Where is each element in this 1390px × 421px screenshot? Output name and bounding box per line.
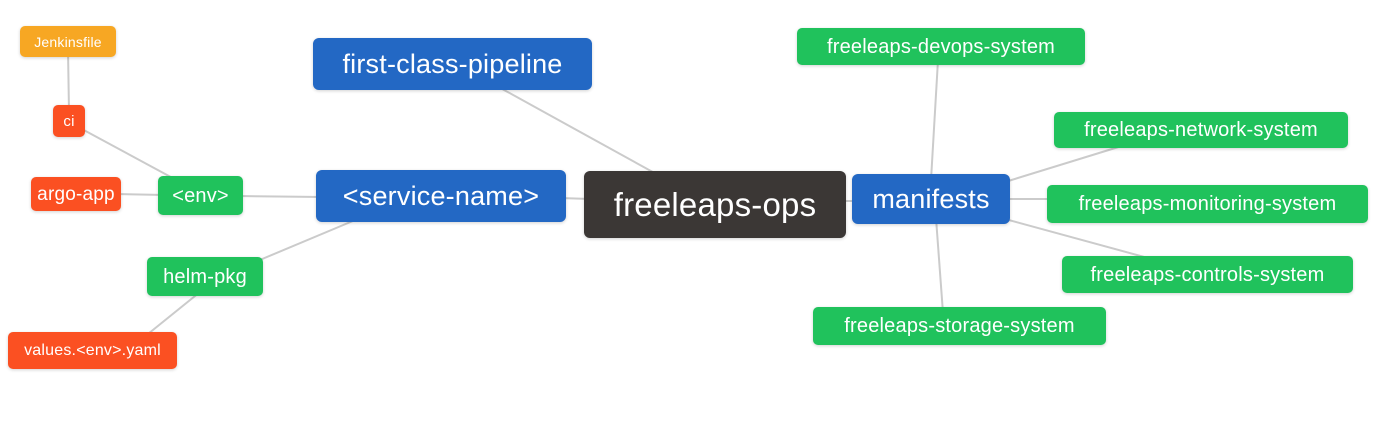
mindmap-node-network-system[interactable]: freeleaps-network-system bbox=[1054, 112, 1348, 148]
edge-first-class-pipeline-freeleaps-ops bbox=[494, 84, 661, 177]
edge-helm-pkg-values-env-yaml bbox=[142, 291, 201, 339]
edge-manifests-controls-system bbox=[1004, 218, 1149, 259]
edge-service-name-helm-pkg bbox=[254, 217, 361, 263]
mindmap-node-env[interactable]: <env> bbox=[158, 176, 243, 215]
mindmap-node-freeleaps-ops[interactable]: freeleaps-ops bbox=[584, 171, 846, 238]
mindmap-node-helm-pkg[interactable]: helm-pkg bbox=[147, 257, 263, 296]
edge-ci-env bbox=[79, 127, 181, 183]
mindmap-node-storage-system[interactable]: freeleaps-storage-system bbox=[813, 307, 1106, 345]
edge-manifests-devops-system bbox=[930, 59, 939, 181]
mindmap-node-controls-system[interactable]: freeleaps-controls-system bbox=[1062, 256, 1353, 293]
edge-argo-app-env bbox=[114, 193, 166, 196]
edge-manifests-storage-system bbox=[935, 217, 944, 314]
mindmap-node-monitoring-system[interactable]: freeleaps-monitoring-system bbox=[1047, 185, 1368, 223]
mindmap-node-first-class-pipeline[interactable]: first-class-pipeline bbox=[313, 38, 592, 90]
mindmap-node-service-name[interactable]: <service-name> bbox=[316, 170, 566, 222]
mindmap-node-jenkinsfile[interactable]: Jenkinsfile bbox=[20, 26, 116, 57]
edge-manifests-network-system bbox=[1004, 144, 1126, 183]
mindmap-node-devops-system[interactable]: freeleaps-devops-system bbox=[797, 28, 1085, 65]
mindmap-node-manifests[interactable]: manifests bbox=[852, 174, 1010, 224]
mindmap-node-ci[interactable]: ci bbox=[53, 105, 85, 137]
mindmap-node-argo-app[interactable]: argo-app bbox=[31, 177, 121, 211]
edge-jenkinsfile-ci bbox=[67, 49, 70, 113]
edge-env-service-name bbox=[237, 195, 323, 198]
mindmap-node-values-env-yaml[interactable]: values.<env>.yaml bbox=[8, 332, 177, 369]
